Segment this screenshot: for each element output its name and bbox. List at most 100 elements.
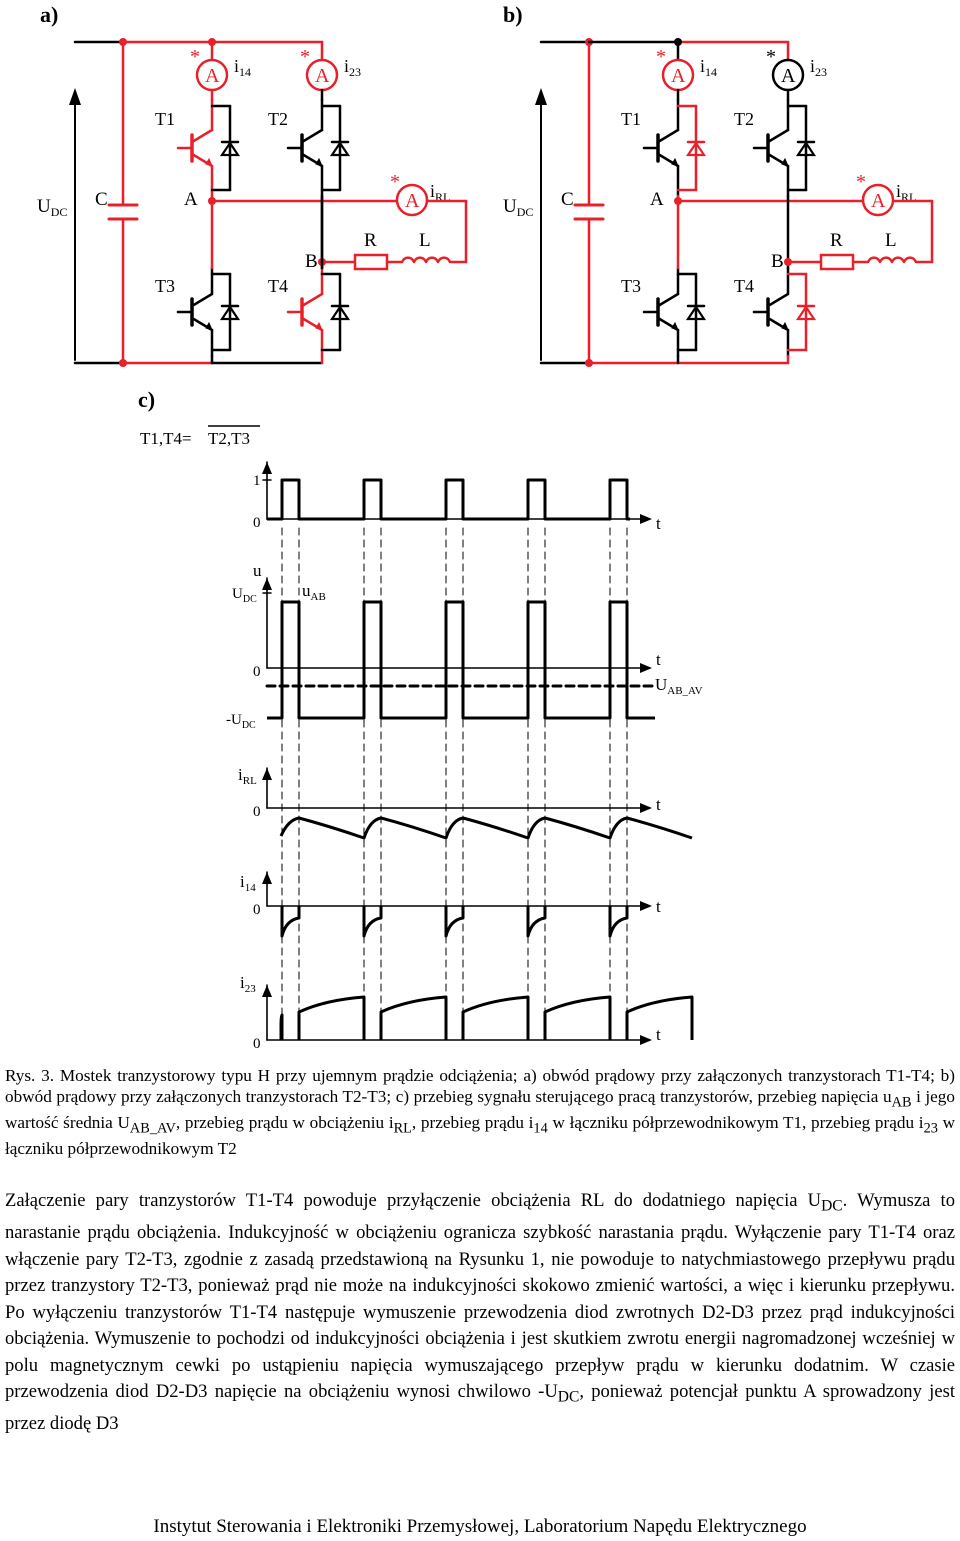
axis-arrowhead xyxy=(262,768,272,780)
zero-label: 0 xyxy=(253,515,261,531)
udc-label: UDC xyxy=(37,196,67,219)
collector-lead xyxy=(766,292,790,308)
ammeter-letter: A xyxy=(205,65,220,87)
i23-label: i23 xyxy=(240,973,256,995)
transistor-t2 xyxy=(752,98,817,198)
current-label: i14 xyxy=(234,56,251,79)
current-label: i14 xyxy=(700,56,717,79)
axis-arrowhead xyxy=(640,663,652,673)
panel-label-a: a) xyxy=(40,2,58,27)
figure-caption: Rys. 3. Mostek tranzystorowy typu H przy… xyxy=(5,1066,956,1158)
panel-label-b: b) xyxy=(503,2,523,27)
page-footer: Instytut Sterowania i Elektroniki Przemy… xyxy=(153,1516,807,1537)
ammeter-irl: A* xyxy=(856,171,895,217)
uabav-label: UAB_AV xyxy=(655,675,703,697)
diode-symbol xyxy=(329,305,351,321)
axis-arrowhead xyxy=(640,1035,652,1045)
transistor-label: T3 xyxy=(621,276,641,296)
current-label: i23 xyxy=(810,56,827,79)
irl-label: iRL xyxy=(238,765,257,787)
transistor-label: T4 xyxy=(734,276,754,296)
uab-waveform xyxy=(267,600,655,720)
axis-arrowhead xyxy=(262,578,272,590)
udc-tick-label: UDC xyxy=(232,586,257,605)
emitter-arrow xyxy=(671,157,679,167)
transistor-t2 xyxy=(286,98,351,198)
timing-title-left: T1,T4= xyxy=(140,429,196,448)
u-label: u xyxy=(253,561,262,580)
axis-arrowhead xyxy=(640,803,652,813)
i23-waveform xyxy=(279,995,694,1040)
ammeter-i14: A* xyxy=(656,46,695,92)
diode-symbol xyxy=(329,141,351,157)
transistor-label: T1 xyxy=(621,109,641,129)
cap-label: C xyxy=(561,189,574,210)
ammeter-i14: A* xyxy=(190,46,229,92)
i14-label: i14 xyxy=(240,872,256,894)
emitter-arrow xyxy=(315,321,323,331)
body-paragraph: Załączenie pary tranzystorów T1-T4 powod… xyxy=(5,1190,955,1435)
t-label: t xyxy=(656,1025,661,1044)
diode-symbol xyxy=(795,141,817,157)
tick-1-label: 1 xyxy=(253,473,261,489)
emitter-arrow xyxy=(671,321,679,331)
transistor-t4 xyxy=(752,266,817,358)
ammeter-star: * xyxy=(300,46,310,68)
emitter-arrow xyxy=(315,157,323,167)
resistor xyxy=(353,253,389,271)
diode-symbol xyxy=(685,305,707,321)
emitter-arrow xyxy=(781,157,789,167)
diode-symbol xyxy=(219,141,241,157)
diode-symbol xyxy=(795,305,817,321)
node-a-label: A xyxy=(184,189,198,210)
panel-label-c: c) xyxy=(138,387,155,412)
axis-arrowhead xyxy=(262,462,272,474)
udc-label: UDC xyxy=(503,196,533,219)
ammeter-letter: A xyxy=(871,190,886,212)
gate-signal xyxy=(267,478,630,521)
cap-label: C xyxy=(95,189,108,210)
axis-arrowhead xyxy=(262,985,272,997)
t-label: t xyxy=(656,650,661,669)
t-label: t xyxy=(656,897,661,916)
node-a-label: A xyxy=(650,189,664,210)
collector-lead xyxy=(190,128,214,144)
diode-symbol xyxy=(685,141,707,157)
transistor-t1 xyxy=(642,98,707,198)
transistor-t4 xyxy=(286,266,351,358)
timing-title-right: T2,T3 xyxy=(208,429,250,448)
inductor-label: L xyxy=(885,230,897,251)
resistor-label: R xyxy=(830,230,843,251)
zero-label: 0 xyxy=(253,804,261,820)
collector-lead xyxy=(190,292,214,308)
ammeter-irl: A* xyxy=(390,171,429,217)
ammeter-letter: A xyxy=(405,190,420,212)
axis-arrowhead xyxy=(262,872,272,884)
node-b-label: B xyxy=(305,251,318,272)
ammeter-star: * xyxy=(390,171,400,193)
collector-lead xyxy=(300,128,324,144)
collector-lead xyxy=(656,128,680,144)
ammeter-letter: A xyxy=(315,65,330,87)
ammeter-letter: A xyxy=(671,65,686,87)
transistor-label: T4 xyxy=(268,276,288,296)
i14-waveform xyxy=(280,906,629,938)
current-label: i23 xyxy=(344,56,361,79)
ammeter-i23: A* xyxy=(766,46,805,92)
transistor-label: T3 xyxy=(155,276,175,296)
ammeter-i23: A* xyxy=(300,46,339,92)
transistor-t3 xyxy=(642,266,707,358)
transistor-t1 xyxy=(176,98,241,198)
resistor xyxy=(819,253,855,271)
inductor xyxy=(866,256,918,264)
resistor-label: R xyxy=(364,230,377,251)
transistor-label: T1 xyxy=(155,109,175,129)
udc-arrowhead xyxy=(69,88,81,105)
axis-arrowhead xyxy=(640,514,652,524)
diode-symbol xyxy=(219,305,241,321)
emitter-arrow xyxy=(205,321,213,331)
